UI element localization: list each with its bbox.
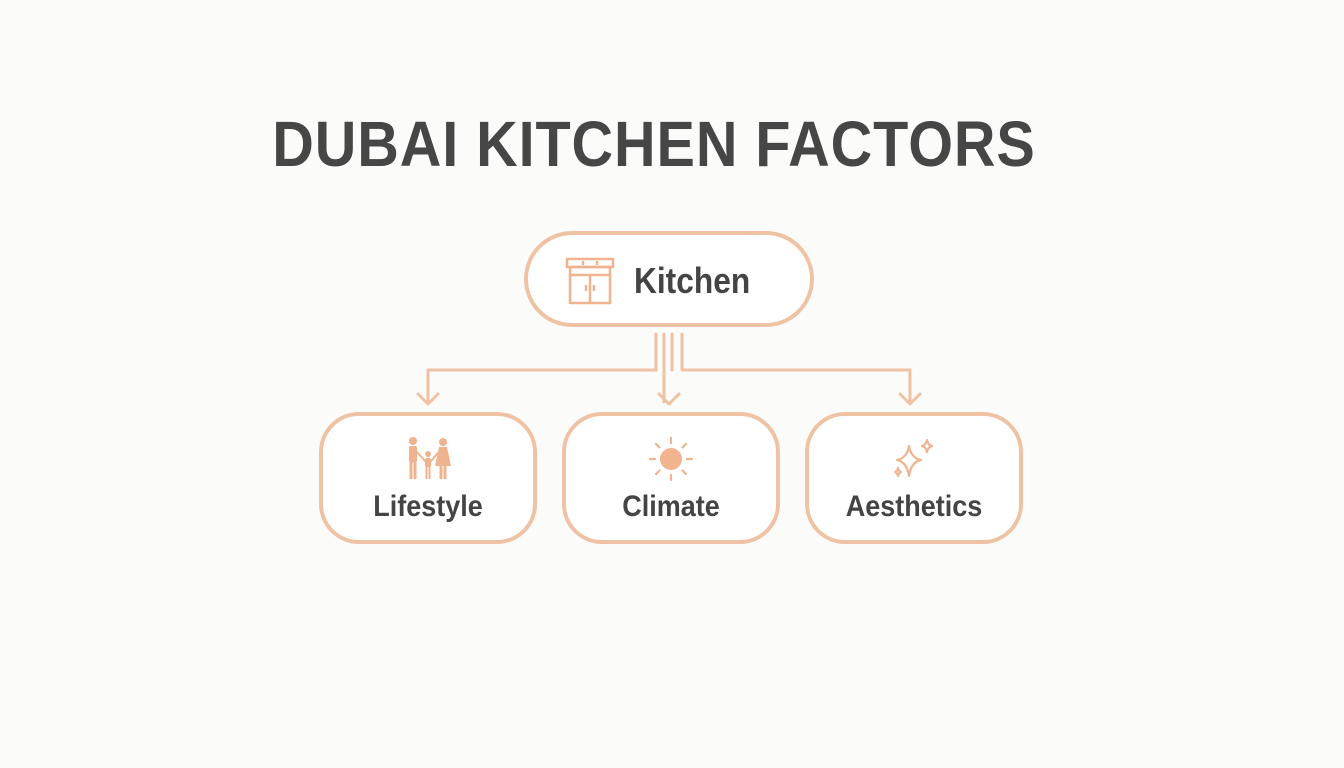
child-node-climate: Climate [562,412,780,544]
arrowhead-left [416,392,440,406]
family-icon [409,437,451,479]
sparkle-icon [893,438,934,478]
child-node-aesthetics: Aesthetics [805,412,1023,544]
connector-left [426,332,658,404]
connector-right [680,332,912,404]
root-node-label: Kitchen [634,260,751,301]
child-node-label: Aesthetics [845,490,983,523]
sun-icon [648,436,694,482]
kitchen-cabinet-icon [565,257,615,305]
page-title: DUBAI KITCHEN FACTORS [272,108,1036,180]
child-node-lifestyle: Lifestyle [319,412,537,544]
root-node-kitchen: Kitchen [524,231,814,327]
arrowhead-right [898,392,922,406]
arrowhead-center [657,392,681,406]
child-node-label: Climate [622,490,720,523]
child-node-label: Lifestyle [373,490,483,523]
